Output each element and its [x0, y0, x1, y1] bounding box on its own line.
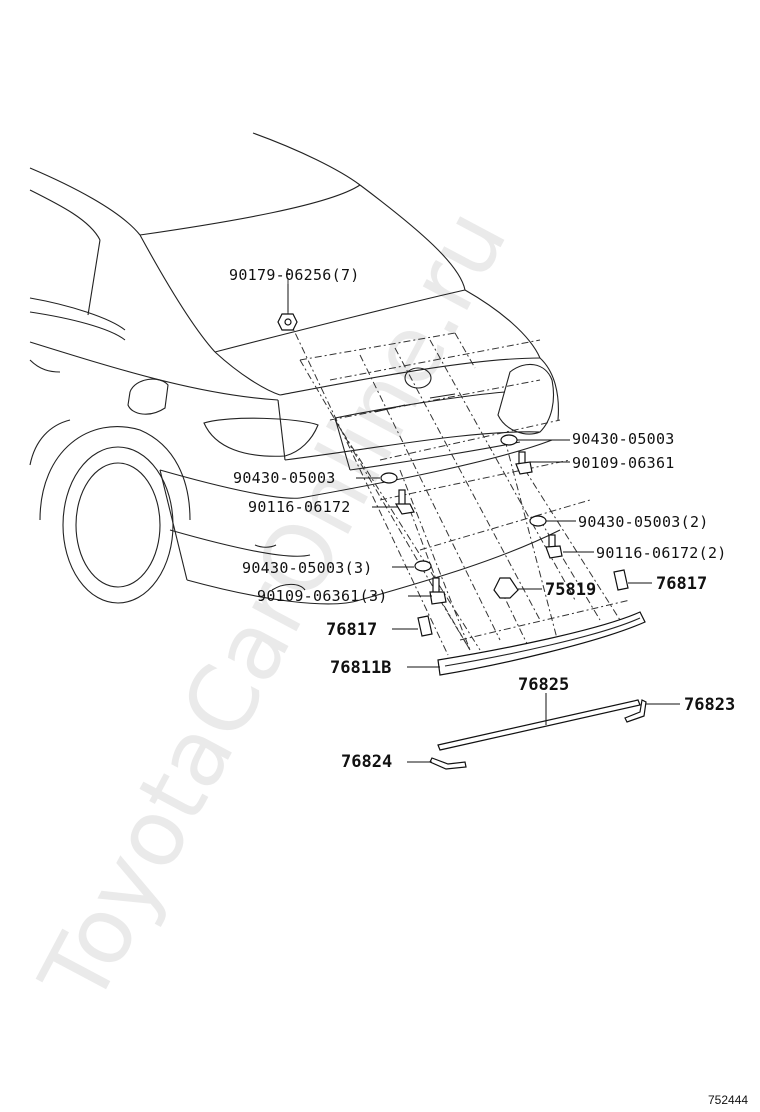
label-90430-05003-right: 90430-05003: [572, 430, 675, 448]
bolt-90116-right: [545, 534, 563, 559]
part-labels: 90179-06256(7) 90430-05003 90109-06361 9…: [229, 266, 735, 772]
parts: [277, 313, 647, 770]
car-body-outline: [29, 132, 561, 605]
bolt-90116-left: [394, 489, 415, 515]
label-76811b: 76811B: [330, 658, 391, 678]
label-90430-05003-2: 90430-05003(2): [578, 513, 709, 531]
washer-2: [500, 434, 518, 446]
label-90116-06172-left: 90116-06172: [248, 498, 351, 516]
label-90109-06361-right: 90109-06361: [572, 454, 675, 472]
label-90430-05003-left: 90430-05003: [233, 469, 336, 487]
bolt-90109-left: [429, 577, 447, 605]
clip-75819: [493, 577, 519, 599]
label-76824: 76824: [341, 752, 392, 772]
garnish-76811b: [437, 611, 646, 676]
nut-76817-left: [417, 615, 433, 637]
washer-4: [414, 560, 432, 572]
clip-90179: [277, 313, 298, 331]
label-75819: 75819: [545, 580, 596, 600]
label-90109-06361-3: 90109-06361(3): [257, 587, 388, 605]
bolt-90109-right: [515, 451, 533, 475]
label-90430-05003-3: 90430-05003(3): [242, 559, 373, 577]
diagram-id: 752444: [708, 1093, 748, 1107]
washer-1: [380, 472, 398, 484]
watermark-text: ToyotaCarOnline.ru: [19, 193, 527, 1022]
leader-lines: [287, 284, 680, 763]
moulding-end-76823: [624, 699, 647, 723]
label-90179-06256: 90179-06256(7): [229, 266, 360, 284]
label-76817-left: 76817: [326, 620, 377, 640]
moulding-76825: [437, 699, 641, 751]
label-76825: 76825: [518, 675, 569, 695]
label-76823: 76823: [684, 695, 735, 715]
label-90116-06172-2: 90116-06172(2): [596, 544, 727, 562]
nut-76817-right: [613, 569, 629, 591]
label-76817-right: 76817: [656, 574, 707, 594]
moulding-end-76824: [429, 757, 467, 770]
washer-3: [529, 515, 547, 527]
